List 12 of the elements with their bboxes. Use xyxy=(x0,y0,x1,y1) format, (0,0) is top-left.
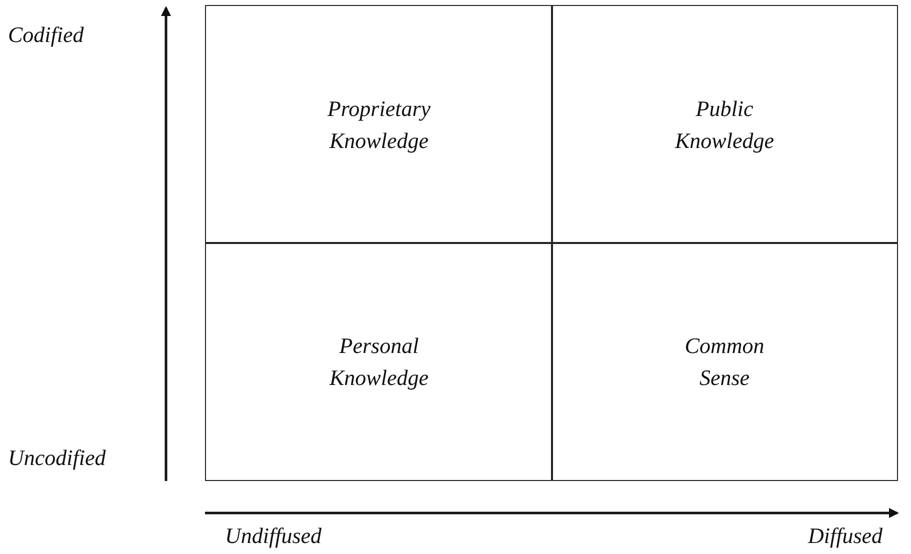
matrix-quadrant xyxy=(205,5,553,244)
quadrant-label: Common Sense xyxy=(684,332,766,392)
matrix-quadrant xyxy=(205,242,553,481)
quadrant-label: Public Knowledge xyxy=(674,94,775,155)
quadrant-label: Personal Knowledge xyxy=(328,332,430,392)
axis-label: Undiffused xyxy=(225,523,322,549)
matrix-quadrant xyxy=(551,5,898,244)
axis-label: Uncodified xyxy=(8,445,106,471)
matrix-quadrant xyxy=(551,242,898,481)
quadrant-label: Proprietary Knowledge xyxy=(326,94,432,155)
axis-label: Codified xyxy=(8,22,84,48)
axis-label: Diffused xyxy=(808,523,883,549)
